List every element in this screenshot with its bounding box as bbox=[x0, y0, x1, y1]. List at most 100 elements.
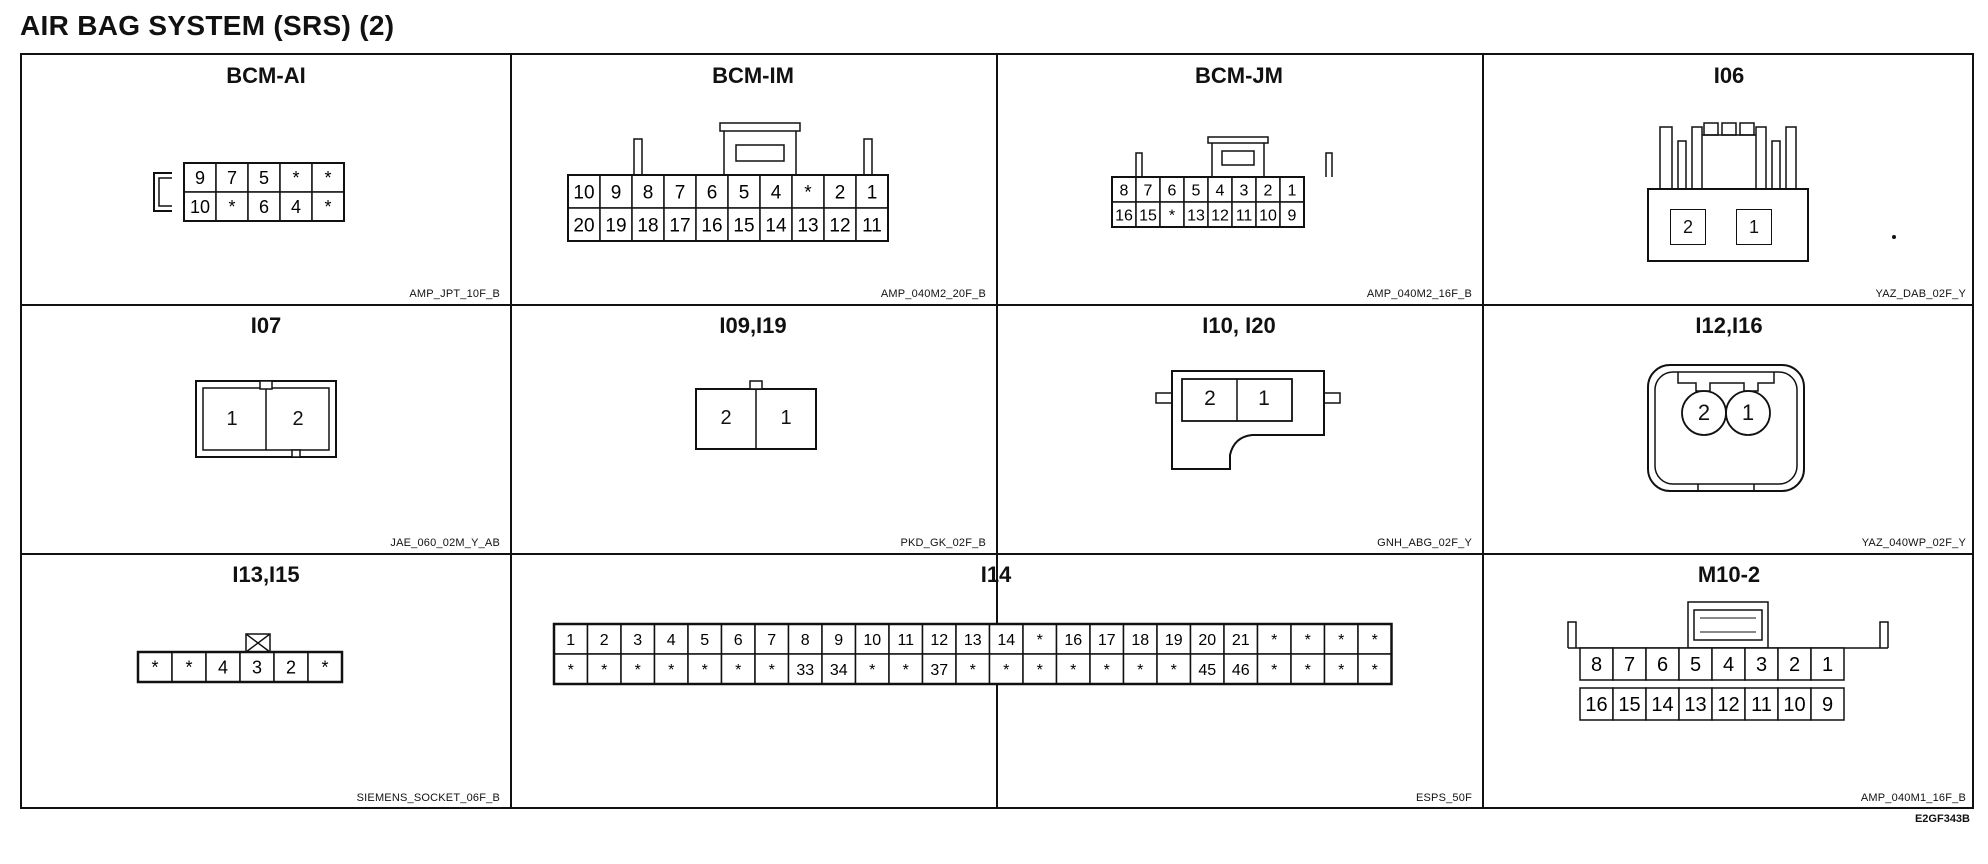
pin-label: 6 bbox=[707, 182, 718, 203]
pin-label: * bbox=[601, 662, 607, 679]
pin-label: 7 bbox=[675, 182, 686, 203]
pin-label: 2 bbox=[1264, 182, 1273, 199]
pin-label: * bbox=[228, 197, 235, 217]
connector-cell-i10-i20: I10, I20 2 1 GNH_ABG_02F_Y bbox=[996, 305, 1482, 554]
pin-cell bbox=[1744, 647, 1779, 681]
pin-cell bbox=[787, 653, 823, 685]
pin-label: * bbox=[735, 662, 741, 679]
pin-2: 2 bbox=[1670, 209, 1706, 245]
pin-label: 6 bbox=[1168, 182, 1177, 199]
pin-label: 13 bbox=[964, 632, 982, 649]
pin-cell bbox=[1645, 687, 1680, 721]
pin-label: * bbox=[769, 662, 775, 679]
pin-label: * bbox=[804, 182, 812, 203]
connector-title: I12,I16 bbox=[1695, 313, 1763, 338]
pin-label: 15 bbox=[1618, 694, 1640, 716]
grid-divider bbox=[22, 553, 1972, 555]
pin-cell bbox=[759, 174, 793, 209]
connector-title: BCM-JM bbox=[1195, 63, 1283, 88]
figure-id: E2GF343B bbox=[1914, 813, 1970, 825]
pin-label: 12 bbox=[930, 632, 948, 649]
pin-cell bbox=[1777, 647, 1812, 681]
pin-label: 16 bbox=[1064, 632, 1082, 649]
pin-cell bbox=[205, 651, 241, 683]
pin-label: * bbox=[1169, 207, 1175, 224]
pin-label: 9 bbox=[611, 182, 622, 203]
pin-cell bbox=[1256, 623, 1292, 655]
pin-2: 2 bbox=[720, 407, 732, 429]
pin-label: 18 bbox=[637, 215, 658, 236]
pin-label: 13 bbox=[1187, 207, 1205, 224]
pin-cell bbox=[1022, 623, 1058, 655]
connector-i07-drawing bbox=[195, 380, 337, 458]
pin-label: 10 bbox=[1783, 694, 1805, 716]
pin-label: * bbox=[321, 657, 328, 677]
pin-2: 2 bbox=[1697, 400, 1711, 425]
pin-label: 46 bbox=[1232, 662, 1250, 679]
connector-cell-i06: I06 2 1 YAZ_DAB_02F_Y bbox=[1482, 55, 1976, 305]
connector-code: SIEMENS_SOCKET_06F_B bbox=[356, 792, 500, 804]
connector-code: AMP_040M1_16F_B bbox=[1860, 792, 1966, 804]
pin-label: * bbox=[702, 662, 708, 679]
pin-label: 19 bbox=[605, 215, 626, 236]
pin-label: * bbox=[1271, 662, 1277, 679]
connector-i10-i20-drawing bbox=[1155, 370, 1341, 470]
pin-cell bbox=[1189, 653, 1225, 685]
pin-label: 4 bbox=[667, 632, 676, 649]
connector-outline bbox=[136, 650, 344, 684]
connector-title: I06 bbox=[1713, 63, 1745, 88]
pin-label: 9 bbox=[834, 632, 843, 649]
pin-cell bbox=[854, 653, 890, 685]
connector-code: AMP_040M2_16F_B bbox=[1366, 288, 1472, 300]
connector-code: YAZ_DAB_02F_Y bbox=[1875, 288, 1966, 300]
pin-cell bbox=[855, 207, 889, 242]
pin-label: 11 bbox=[897, 632, 914, 649]
pin-2: 2 bbox=[1204, 387, 1216, 410]
pin-label: * bbox=[1171, 662, 1177, 679]
pin-cell bbox=[1022, 653, 1058, 685]
pin-cell bbox=[727, 207, 761, 242]
pin-label: * bbox=[1372, 662, 1378, 679]
connector-cell-i07: I07 1 2 JAE_060_02M_Y_AB bbox=[22, 305, 510, 554]
pin-label: 11 bbox=[1236, 207, 1253, 224]
connector-outline bbox=[552, 622, 1393, 686]
pin-cell bbox=[1810, 647, 1845, 681]
pin-label: 7 bbox=[1624, 654, 1635, 676]
pin-label: 14 bbox=[765, 215, 787, 236]
grid-divider bbox=[996, 55, 998, 807]
pin-label: 5 bbox=[700, 632, 709, 649]
connector-title: I07 bbox=[250, 313, 282, 338]
connector-code: AMP_040M2_20F_B bbox=[880, 288, 986, 300]
pin-2: 2 bbox=[292, 408, 304, 430]
pin-label: 3 bbox=[633, 632, 642, 649]
connector-outline bbox=[183, 162, 345, 222]
pin-label: * bbox=[1003, 662, 1009, 679]
connector-title: I09,I19 bbox=[719, 313, 787, 338]
pin-label: 5 bbox=[739, 182, 750, 203]
pin-label: 8 bbox=[1120, 182, 1129, 199]
pin-label: * bbox=[1305, 662, 1311, 679]
pin-label: * bbox=[1037, 632, 1043, 649]
pin-cell bbox=[1223, 653, 1259, 685]
pin-label: * bbox=[324, 168, 331, 188]
pin-label: * bbox=[668, 662, 674, 679]
connector-i06-drawing bbox=[1647, 122, 1896, 262]
pin-cell bbox=[1579, 687, 1614, 721]
pin-label: * bbox=[1338, 632, 1344, 649]
pin-label: 12 bbox=[829, 215, 850, 236]
pin-label: * bbox=[1338, 662, 1344, 679]
pin-label: 13 bbox=[1684, 694, 1706, 716]
pin-label: 6 bbox=[734, 632, 743, 649]
connector-i12-i16-drawing bbox=[1647, 364, 1805, 492]
pin-label: 4 bbox=[1216, 182, 1225, 199]
connector-i09-i19-drawing bbox=[695, 380, 817, 450]
connector-code: YAZ_040WP_02F_Y bbox=[1861, 537, 1966, 549]
pin-cell bbox=[653, 653, 689, 685]
pin-label: * bbox=[903, 662, 909, 679]
